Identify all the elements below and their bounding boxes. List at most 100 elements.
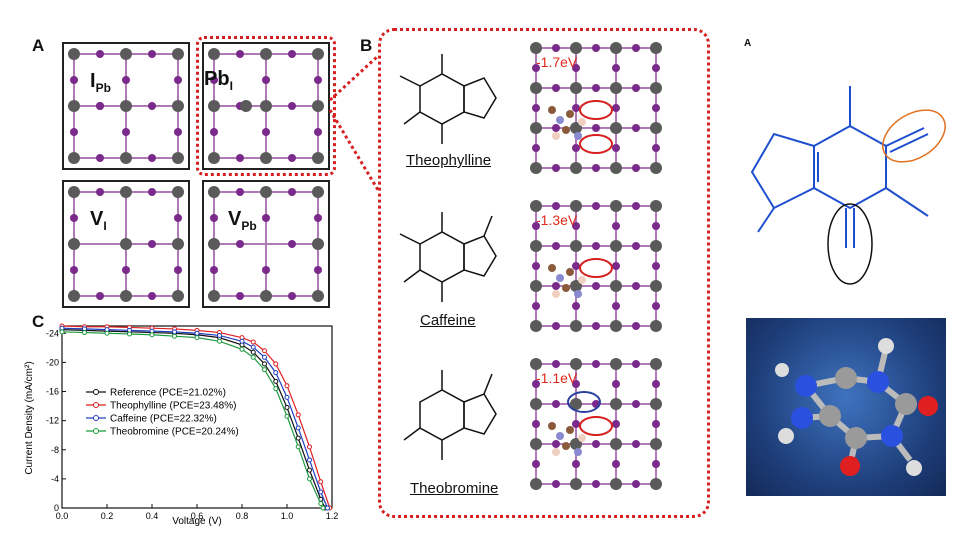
legend-label: Theobromine (PCE=20.24%) [110, 427, 239, 438]
iodine-atom [632, 84, 640, 92]
defect-sub: I [103, 219, 107, 233]
iodine-atom [592, 322, 600, 330]
iodine-atom [532, 302, 540, 310]
structure-theophylline [399, 54, 497, 144]
carbonyl-left [403, 269, 421, 283]
iodine-atom [210, 214, 218, 222]
iodine-atom [236, 188, 244, 196]
iodine-atom [552, 322, 560, 330]
iodine-atom [632, 202, 640, 210]
iodine-atom [532, 262, 540, 270]
defect-sub: I [229, 79, 233, 93]
iodine-atom [632, 322, 640, 330]
lead-atom [530, 438, 542, 450]
iodine-atom [288, 292, 296, 300]
lead-atom [260, 186, 272, 198]
lead-atom [172, 100, 184, 112]
black-oval [827, 203, 873, 285]
lead-atom [312, 238, 324, 250]
carbonyl-left [403, 427, 421, 441]
adsorption-theophylline-svg [530, 42, 662, 174]
legend-label: Caffeine (PCE=22.32%) [110, 414, 217, 425]
lead-atom [530, 240, 542, 252]
lead-atom [570, 280, 582, 292]
legend-label: Reference (PCE=21.02%) [110, 388, 226, 399]
lead-atom [68, 48, 80, 60]
iodine-atom [572, 222, 580, 230]
iodine-atom [122, 266, 130, 274]
lead-atom [312, 100, 324, 112]
lead-atom [172, 48, 184, 60]
iodine-atom [552, 44, 560, 52]
adsorbate-atom [562, 126, 570, 134]
iodine-atom [532, 420, 540, 428]
lead-atom [570, 478, 582, 490]
data-point [273, 378, 279, 384]
iodine-atom [652, 460, 660, 468]
lead-atom [172, 290, 184, 302]
data-point [250, 339, 256, 345]
iodine-atom [652, 144, 660, 152]
lead-atom [650, 358, 662, 370]
lead-atom [610, 162, 622, 174]
data-point [307, 467, 312, 473]
iodine-atom [632, 164, 640, 172]
lead-atom [650, 162, 662, 174]
iodine-atom [612, 460, 620, 468]
iodine-atom [632, 360, 640, 368]
iodine-atom [632, 440, 640, 448]
energy-caffeine: -1.3eV [536, 212, 578, 228]
iodine-atom [612, 144, 620, 152]
lead-atom [530, 82, 542, 94]
lead-atom [208, 290, 220, 302]
iodine-atom [288, 240, 296, 248]
y-tick-label: -12 [46, 416, 59, 426]
lattice-panel-vpb: VPb [202, 180, 330, 308]
iodine-atom [592, 202, 600, 210]
iodine-atom [148, 102, 156, 110]
iodine-atom [572, 420, 580, 428]
ring-five [463, 77, 497, 119]
iodine-atom [632, 242, 640, 250]
iodine-atom [532, 460, 540, 468]
defect-main: V [228, 208, 242, 230]
binding-oval [579, 258, 613, 278]
data-point [250, 349, 256, 355]
lead-atom [312, 186, 324, 198]
bond-ring [813, 124, 887, 210]
legend: Reference (PCE=21.02%) Theophylline (PCE=… [86, 388, 239, 438]
legend-marker [93, 428, 99, 434]
lead-atom [260, 48, 272, 60]
iodine-atom [572, 380, 580, 388]
lead-atom [312, 152, 324, 164]
lead-atom [570, 162, 582, 174]
panel-label-right-a: A [744, 38, 752, 49]
atom-oxygen [918, 396, 938, 416]
ring-five [463, 393, 497, 435]
iodine-atom [532, 380, 540, 388]
lead-atom [650, 478, 662, 490]
data-point [307, 444, 312, 450]
lead-atom [570, 42, 582, 54]
iodine-atom [552, 84, 560, 92]
y-tick-label: -4 [51, 474, 59, 484]
iodine-atom [592, 440, 600, 448]
iodine-atom [122, 128, 130, 136]
iodine-atom [122, 76, 130, 84]
iodine-atom [632, 400, 640, 408]
iodine-atom [96, 188, 104, 196]
iodine-atom [552, 242, 560, 250]
data-point [250, 344, 256, 350]
iodine-atom [236, 50, 244, 58]
lattice-vpb-svg [208, 186, 324, 302]
atom-carbon [845, 427, 867, 449]
legend-label: Theophylline (PCE=23.48%) [110, 401, 236, 412]
carbonyl-left [403, 111, 421, 125]
data-point [149, 332, 155, 338]
lead-atom [68, 186, 80, 198]
lead-atom [208, 238, 220, 250]
methyl-five-ring [483, 215, 493, 237]
iodine-atom [174, 266, 182, 274]
adsorption-caffeine: -1.3eV [526, 198, 676, 338]
y-axis-label: Current Density (mA/cm²) [24, 361, 35, 474]
